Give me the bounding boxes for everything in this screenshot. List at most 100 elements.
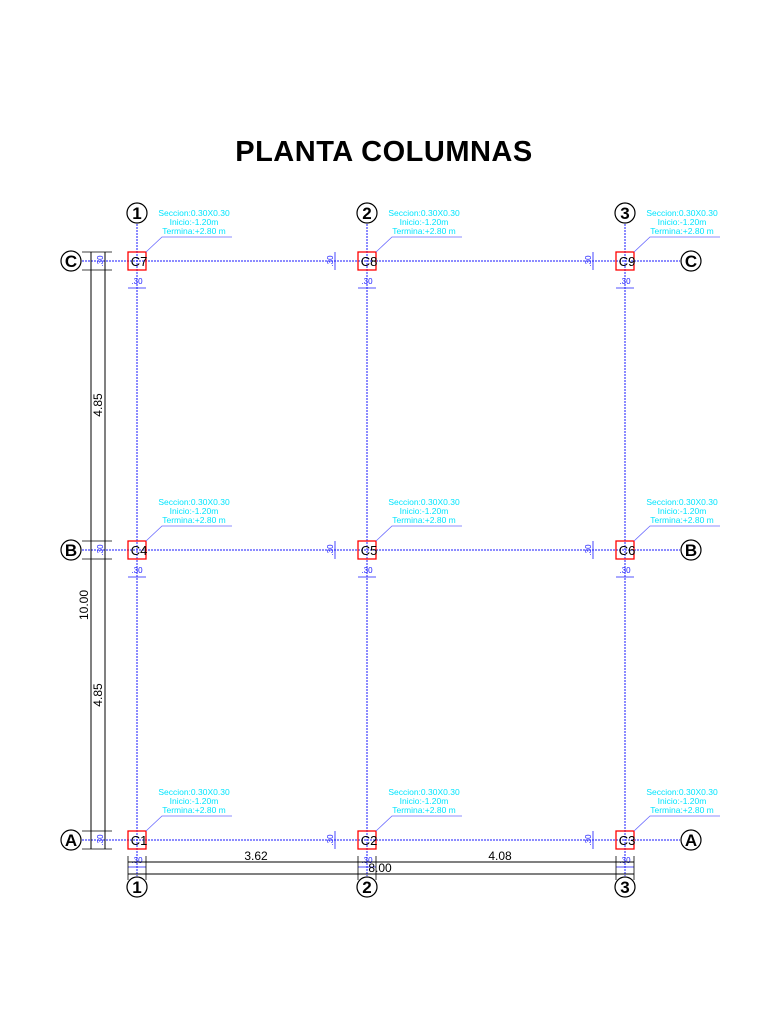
axis-bottom-1-bubble: [126, 876, 148, 898]
dimension-y-span-label: 4.85: [91, 393, 105, 417]
axis-top-3-bubble: [614, 202, 636, 224]
annotation-inicio: Inicio:-1.20m: [658, 217, 707, 227]
annotation-seccion: Seccion:0.30X0.30: [158, 208, 230, 218]
dimension-x-total-label: 8.00: [368, 861, 392, 875]
annotation-inicio: Inicio:-1.20m: [400, 217, 449, 227]
axis-top-1-label: 1: [132, 204, 141, 223]
dimension-x-span-label: 3.62: [244, 849, 268, 863]
annotation-inicio: Inicio:-1.20m: [170, 796, 219, 806]
annotation-seccion: Seccion:0.30X0.30: [158, 787, 230, 797]
column-id-C4: C4: [131, 543, 148, 558]
annotation-inicio: Inicio:-1.20m: [658, 506, 707, 516]
column-width-label: .30: [131, 277, 143, 286]
annotation-inicio: Inicio:-1.20m: [400, 796, 449, 806]
axis-left-A-label: A: [65, 831, 77, 850]
column-width-label: .30: [619, 566, 631, 575]
axis-bottom-2-label: 2: [362, 878, 371, 897]
annotation-leader: [145, 525, 232, 542]
axis-right-C-bubble: [680, 250, 702, 272]
annotation-termina: Termina:+2.80 m: [162, 515, 226, 525]
column-box-C3: [615, 830, 635, 850]
dimension-y-total-label: 10.00: [77, 590, 91, 620]
annotation-seccion: Seccion:0.30X0.30: [646, 787, 718, 797]
column-id-C1: C1: [131, 833, 148, 848]
axis-bottom-3-label: 3: [620, 878, 629, 897]
annotation-seccion: Seccion:0.30X0.30: [388, 208, 460, 218]
annotation-termina: Termina:+2.80 m: [650, 805, 714, 815]
column-box-C6: [615, 540, 635, 560]
annotation-seccion: Seccion:0.30X0.30: [158, 497, 230, 507]
annotation-leader: [375, 815, 462, 832]
annotation-inicio: Inicio:-1.20m: [658, 796, 707, 806]
column-depth-label: .30: [584, 255, 593, 267]
axis-bottom-1-label: 1: [132, 878, 141, 897]
axis-left-C-label: C: [65, 252, 77, 271]
column-id-C2: C2: [361, 833, 378, 848]
axis-right-A-label: A: [685, 831, 697, 850]
column-width-label: .30: [361, 566, 373, 575]
annotation-inicio: Inicio:-1.20m: [170, 506, 219, 516]
axis-top-2-bubble: [356, 202, 378, 224]
column-box-C8: [357, 251, 377, 271]
column-depth-label: .30: [96, 255, 105, 267]
axis-left-B-label: B: [65, 541, 77, 560]
column-box-C9: [615, 251, 635, 271]
column-id-C9: C9: [619, 254, 636, 269]
annotation-leader: [375, 525, 462, 542]
axis-right-B-bubble: [680, 539, 702, 561]
axis-right-B-label: B: [685, 541, 697, 560]
column-depth-label: .30: [96, 544, 105, 556]
axis-left-A-bubble: [60, 829, 82, 851]
drawing-title: PLANTA COLUMNAS: [235, 136, 533, 168]
column-id-C3: C3: [619, 833, 636, 848]
column-box-C1: [127, 830, 147, 850]
annotation-seccion: Seccion:0.30X0.30: [388, 497, 460, 507]
column-width-label: .30: [131, 856, 143, 865]
column-depth-label: .30: [584, 834, 593, 846]
column-width-label: .30: [361, 856, 373, 865]
column-width-label: .30: [131, 566, 143, 575]
annotation-termina: Termina:+2.80 m: [392, 515, 456, 525]
column-depth-label: .30: [584, 544, 593, 556]
annotation-leader: [145, 815, 232, 832]
dimension-x-span-label: 4.08: [488, 849, 512, 863]
column-depth-label: .30: [326, 834, 335, 846]
column-id-C5: C5: [361, 543, 378, 558]
annotation-inicio: Inicio:-1.20m: [170, 217, 219, 227]
dimension-y-span-label: 4.85: [91, 683, 105, 707]
axis-right-C-label: C: [685, 252, 697, 271]
column-width-label: .30: [619, 856, 631, 865]
axis-top-2-label: 2: [362, 204, 371, 223]
annotation-termina: Termina:+2.80 m: [650, 515, 714, 525]
axis-top-1-bubble: [126, 202, 148, 224]
annotation-leader: [633, 525, 720, 542]
column-box-C7: [127, 251, 147, 271]
axis-left-C-bubble: [60, 250, 82, 272]
column-width-label: .30: [361, 277, 373, 286]
annotation-seccion: Seccion:0.30X0.30: [646, 497, 718, 507]
column-width-label: .30: [619, 277, 631, 286]
annotation-leader: [633, 815, 720, 832]
axis-bottom-2-bubble: [356, 876, 378, 898]
column-box-C4: [127, 540, 147, 560]
axis-top-3-label: 3: [620, 204, 629, 223]
axis-right-A-bubble: [680, 829, 702, 851]
annotation-termina: Termina:+2.80 m: [162, 226, 226, 236]
column-depth-label: .30: [326, 544, 335, 556]
column-id-C6: C6: [619, 543, 636, 558]
column-depth-label: .30: [326, 255, 335, 267]
annotation-leader: [375, 236, 462, 253]
annotation-inicio: Inicio:-1.20m: [400, 506, 449, 516]
annotation-termina: Termina:+2.80 m: [162, 805, 226, 815]
annotation-leader: [633, 236, 720, 253]
annotation-seccion: Seccion:0.30X0.30: [646, 208, 718, 218]
axis-bottom-3-bubble: [614, 876, 636, 898]
column-box-C5: [357, 540, 377, 560]
annotation-termina: Termina:+2.80 m: [392, 805, 456, 815]
column-id-C7: C7: [131, 254, 148, 269]
annotation-seccion: Seccion:0.30X0.30: [388, 787, 460, 797]
axis-left-B-bubble: [60, 539, 82, 561]
annotation-leader: [145, 236, 232, 253]
annotation-termina: Termina:+2.80 m: [650, 226, 714, 236]
